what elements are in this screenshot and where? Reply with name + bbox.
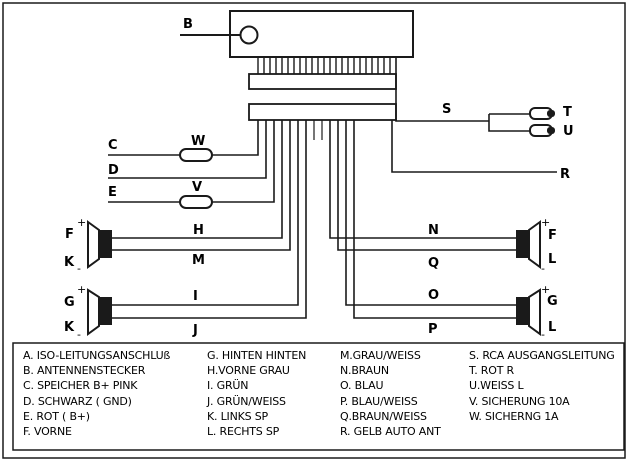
legend-item: O. BLAU — [340, 379, 384, 393]
legend-item: P. BLAU/WEISS — [340, 394, 418, 408]
legend: A. ISO-LEITUNGSANSCHLUß B. ANTENNENSTECK… — [13, 343, 624, 450]
legend-item: R. GELB AUTO ANT — [340, 425, 441, 439]
legend-item: W. SICHERNG 1A — [469, 409, 559, 423]
fuse-w — [179, 148, 213, 162]
legend-item: M.GRAU/WEISS — [340, 349, 421, 362]
wire-j — [112, 120, 307, 319]
label-minus-fl: - — [77, 262, 81, 275]
label-i: I — [193, 289, 198, 304]
label-w: W — [191, 134, 205, 149]
legend-item: F. VORNE — [23, 425, 72, 439]
fuse-v — [179, 195, 213, 209]
legend-item: D. SCHWARZ ( GND) — [23, 394, 132, 408]
legend-border — [12, 342, 625, 451]
wire-harness-plug — [248, 103, 397, 121]
iso-connector-block — [248, 73, 397, 90]
iso-connector-pins — [257, 57, 391, 74]
speaker-rear-left — [87, 288, 112, 336]
label-plus-fl: + — [77, 216, 86, 229]
legend-item: A. ISO-LEITUNGSANSCHLUß — [23, 349, 171, 362]
wire-d — [108, 120, 267, 179]
label-speaker-rear-right-top: G — [547, 294, 558, 309]
label-speaker-front-right-bottom: L — [548, 252, 556, 267]
legend-item: V. SICHERUNG 10A — [469, 394, 570, 408]
legend-column-3: M.GRAU/WEISS N.BRAUN O. BLAU P. BLAU/WEI… — [340, 348, 441, 439]
legend-item: E. ROT ( B+) — [23, 409, 90, 423]
legend-item: L. RECHTS SP — [207, 425, 280, 439]
rca-plug-right-tip — [547, 110, 555, 117]
label-plus-rr: + — [541, 283, 550, 296]
label-speaker-rear-left-bottom: K — [64, 320, 75, 335]
label-s: S — [442, 102, 451, 117]
wire-m — [112, 120, 291, 251]
label-b: B — [183, 17, 193, 32]
legend-column-1: A. ISO-LEITUNGSANSCHLUß B. ANTENNENSTECK… — [23, 348, 170, 439]
legend-item: B. ANTENNENSTECKER — [23, 364, 146, 378]
label-speaker-front-left-bottom: K — [64, 255, 75, 270]
label-speaker-front-left-top: F — [65, 227, 74, 242]
label-plus-rl: + — [77, 283, 86, 296]
label-minus-rr: - — [541, 328, 545, 341]
rca-plug-left-tip — [547, 127, 555, 134]
legend-item: C. SPEICHER B+ PINK — [23, 379, 138, 393]
label-j: J — [192, 323, 198, 338]
wire-r — [391, 120, 557, 173]
speaker-rear-right — [516, 288, 541, 336]
label-speaker-rear-left-top: G — [64, 295, 75, 310]
label-q: Q — [428, 256, 439, 271]
legend-item: S. RCA AUSGANGSLEITUNG — [469, 349, 615, 362]
legend-item: H.VORNE GRAU — [207, 364, 290, 378]
label-minus-rl: - — [77, 328, 81, 341]
legend-item: U.WEISS L — [469, 379, 524, 393]
legend-item: I. GRÜN — [207, 379, 249, 393]
legend-item: K. LINKS SP — [207, 409, 268, 423]
wire-o — [345, 120, 518, 306]
label-c: C — [108, 138, 118, 153]
label-m: M — [192, 253, 205, 268]
label-d: D — [108, 163, 119, 178]
label-v: V — [192, 180, 202, 195]
legend-item: T. ROT R — [469, 364, 514, 378]
legend-column-4: S. RCA AUSGANGSLEITUNG T. ROT R U.WEISS … — [469, 348, 615, 424]
label-r: R — [560, 167, 570, 182]
label-speaker-rear-right-bottom: L — [548, 320, 556, 335]
label-n: N — [428, 223, 439, 238]
label-minus-fr: - — [541, 262, 545, 275]
speaker-front-right — [516, 220, 541, 269]
rca-output-wire — [395, 57, 489, 122]
label-o: O — [428, 288, 439, 303]
legend-item: J. GRÜN/WEISS — [207, 394, 286, 408]
label-u: U — [563, 124, 574, 139]
wire-h — [112, 120, 283, 239]
wire-i — [112, 120, 299, 306]
label-plus-fr: + — [541, 216, 550, 229]
wire-p — [353, 120, 518, 319]
wire-q — [337, 120, 518, 251]
wire-c-to-plug — [212, 120, 259, 156]
legend-column-2: G. HINTEN HINTEN H.VORNE GRAU I. GRÜN J.… — [207, 348, 306, 439]
rca-split — [488, 114, 530, 132]
label-t: T — [563, 105, 572, 120]
harness-bundle-lines — [313, 120, 323, 140]
wire-e-to-plug — [212, 120, 275, 203]
wire-n — [329, 120, 518, 239]
legend-item: N.BRAUN — [340, 364, 389, 378]
label-speaker-front-right-top: F — [548, 228, 557, 243]
legend-item: G. HINTEN HINTEN — [207, 349, 307, 362]
label-e: E — [108, 185, 117, 200]
antenna-socket — [239, 25, 259, 45]
speaker-front-left — [87, 220, 112, 269]
label-p: P — [428, 322, 438, 337]
label-h: H — [193, 223, 204, 238]
legend-item: Q.BRAUN/WEISS — [340, 409, 427, 423]
